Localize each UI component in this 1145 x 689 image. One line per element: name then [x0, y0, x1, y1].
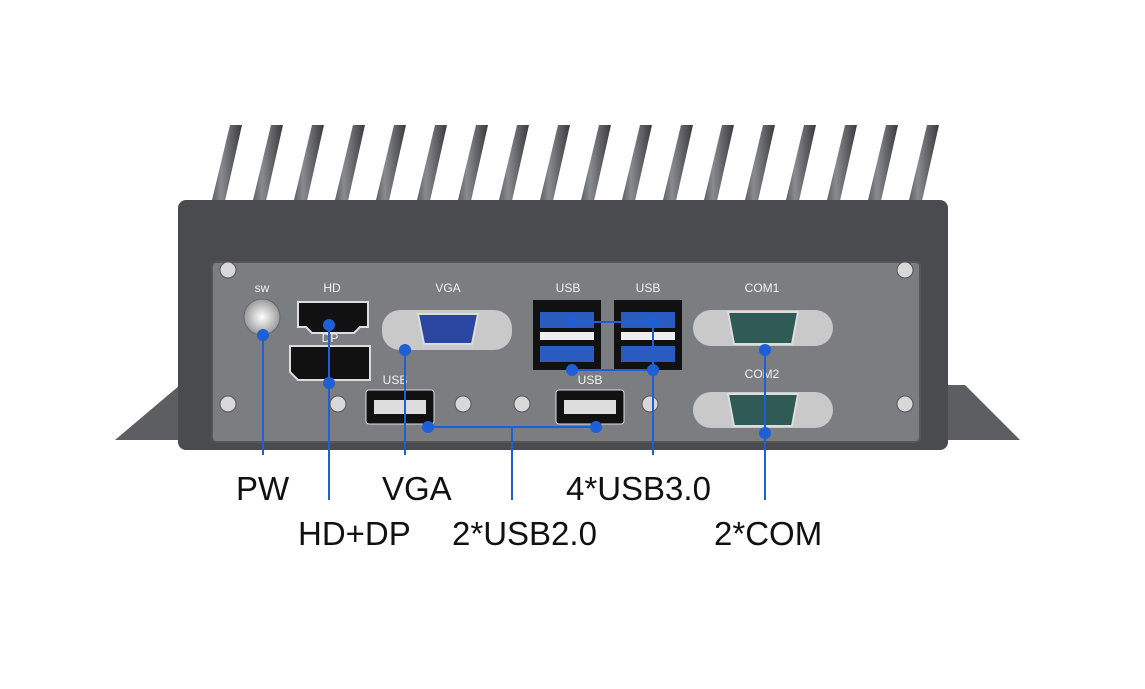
vga-label: VGA [435, 281, 460, 295]
screw [896, 395, 914, 413]
usb3-stack-left[interactable] [533, 300, 601, 370]
callout-lines [257, 316, 771, 500]
callout-hd-dp: HD+DP [298, 515, 411, 552]
usb-bottom-right-label: USB [578, 373, 603, 387]
hdmi-port[interactable] [297, 301, 369, 334]
hd-label: HD [323, 281, 341, 295]
sw-label: sw [255, 281, 270, 295]
callout-usb3: 4*USB3.0 [566, 470, 711, 507]
callout-com: 2*COM [714, 515, 822, 552]
screw [219, 395, 237, 413]
callout-usb2: 2*USB2.0 [452, 515, 597, 552]
usb2-tongue [564, 400, 616, 414]
com2-port[interactable] [693, 392, 833, 428]
screw [329, 395, 347, 413]
usb-bottom-left-label: USB [383, 373, 408, 387]
screw [219, 261, 237, 279]
com2-label: COM2 [745, 367, 780, 381]
screws [219, 261, 914, 413]
callout-vga: VGA [382, 470, 452, 507]
usb-top-left-label: USB [556, 281, 581, 295]
screw [896, 261, 914, 279]
screw [513, 395, 531, 413]
screw [641, 395, 659, 413]
callout-pw: PW [236, 470, 290, 507]
screw [454, 395, 472, 413]
usb-top-right-label: USB [636, 281, 661, 295]
vga-connector [416, 313, 480, 345]
usb3-stack-right[interactable] [614, 300, 682, 370]
usb2-tongue [374, 400, 426, 414]
com1-port[interactable] [693, 310, 833, 346]
com1-label: COM1 [745, 281, 780, 295]
